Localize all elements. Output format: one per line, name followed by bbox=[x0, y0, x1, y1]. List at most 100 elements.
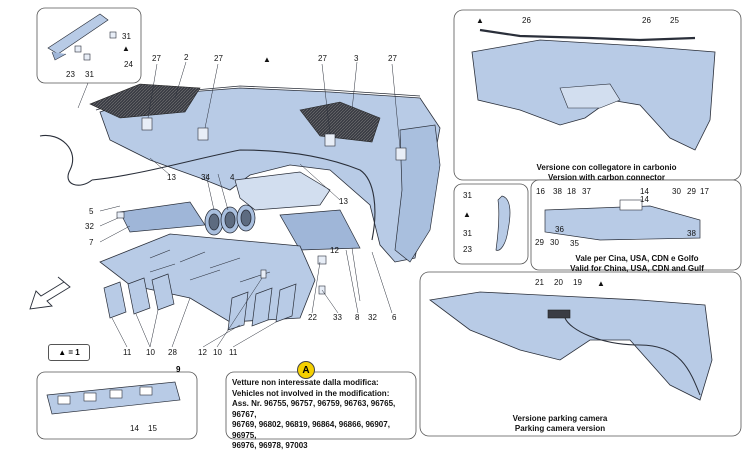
side-labels: 31 ▲ 31 23 bbox=[463, 191, 472, 254]
label: ▲ bbox=[476, 16, 484, 25]
undertray-ribs bbox=[149, 249, 271, 283]
label: 32 bbox=[85, 222, 94, 231]
label: 18 bbox=[567, 187, 576, 196]
label: 6 bbox=[392, 313, 397, 322]
camera-unit bbox=[547, 309, 571, 319]
left-grille bbox=[89, 83, 201, 119]
label: 25 bbox=[670, 16, 679, 25]
label: 20 bbox=[554, 278, 563, 287]
label: 23 bbox=[66, 70, 75, 79]
label: 27 bbox=[214, 54, 223, 63]
caption-camera-en: Parking camera version bbox=[514, 424, 606, 433]
left-diffuser-guard bbox=[119, 201, 206, 233]
label: 11 bbox=[229, 348, 238, 357]
caption-china-en: Valid for China, USA, CDN and Gulf bbox=[570, 264, 704, 273]
china-plate-bracket bbox=[544, 205, 701, 241]
main-labels: 27 2 27 ▲ 27 3 27 13 34 4 13 5 32 7 12 2… bbox=[85, 53, 397, 357]
plate-mount-windows bbox=[57, 386, 153, 405]
leader-lines bbox=[99, 61, 401, 348]
page-number: 9 bbox=[176, 365, 181, 374]
carbon-plate-recess bbox=[559, 83, 621, 109]
caption-carbon-en: Version with carbon connector bbox=[548, 173, 665, 182]
label: 26 bbox=[522, 16, 531, 25]
label: ▲ bbox=[122, 44, 130, 53]
label: 14 bbox=[640, 187, 649, 196]
label: 31 bbox=[122, 32, 131, 41]
bracket-lip bbox=[51, 51, 67, 61]
label: 15 bbox=[148, 424, 157, 433]
label: 19 bbox=[573, 278, 582, 287]
label: 29 bbox=[535, 238, 544, 247]
label: 23 bbox=[463, 245, 472, 254]
note-text: Vetture non interessate dalla modifica: … bbox=[232, 378, 414, 452]
label: 32 bbox=[368, 313, 377, 322]
label: 31 bbox=[463, 229, 472, 238]
note-marker: A bbox=[297, 361, 315, 379]
label: 3 bbox=[354, 54, 359, 63]
exhaust-tips bbox=[204, 204, 256, 236]
label: 34 bbox=[201, 173, 210, 182]
right-grille bbox=[299, 101, 381, 143]
label: 22 bbox=[308, 313, 317, 322]
label: 5 bbox=[89, 207, 94, 216]
plate-recess bbox=[234, 171, 331, 211]
inset-tl-labels: 31 ▲ 24 23 31 bbox=[66, 32, 133, 79]
label: 14 bbox=[130, 424, 139, 433]
label: 27 bbox=[152, 54, 161, 63]
inset-top-left bbox=[36, 7, 142, 84]
label: 13 bbox=[167, 173, 176, 182]
caption-camera-it: Versione parking camera bbox=[512, 414, 608, 423]
side-trim-part bbox=[495, 195, 511, 251]
label: 14 bbox=[640, 195, 649, 204]
inset-bracket-part bbox=[47, 13, 109, 55]
caption-china: Vale per Cina, USA, CDN e Golfo Valid fo… bbox=[534, 254, 740, 274]
label: 13 bbox=[339, 197, 348, 206]
label: 4 bbox=[230, 173, 235, 182]
label: 30 bbox=[672, 187, 681, 196]
diffuser-fins bbox=[103, 273, 297, 331]
caption-china-it: Vale per Cina, USA, CDN e Golfo bbox=[575, 254, 699, 263]
label: 21 bbox=[535, 278, 544, 287]
label: 38 bbox=[553, 187, 562, 196]
note-line-5: 96976, 96978, 97003 bbox=[232, 441, 308, 450]
note-line-2: Vehicles not involved in the modificatio… bbox=[232, 388, 390, 398]
label: 31 bbox=[85, 70, 94, 79]
label: 27 bbox=[388, 54, 397, 63]
china-plate-window bbox=[619, 199, 643, 211]
label: 36 bbox=[555, 225, 564, 234]
label: 29 bbox=[687, 187, 696, 196]
label: ▲ bbox=[263, 55, 271, 64]
label: 26 bbox=[642, 16, 651, 25]
carbon-labels: ▲ 26 26 25 bbox=[476, 16, 679, 25]
label: 17 bbox=[700, 187, 709, 196]
label: 35 bbox=[570, 239, 579, 248]
camera-harness bbox=[564, 317, 701, 396]
bottom-left-labels: 14 15 bbox=[130, 424, 157, 433]
legend-box: ▲ = 1 bbox=[48, 344, 90, 361]
wiring-harness bbox=[39, 134, 376, 241]
caption-carbon-it: Versione con collegatore in carbonio bbox=[536, 163, 677, 172]
legend-text: ▲ = 1 bbox=[58, 348, 80, 357]
camera-bumper-cover bbox=[429, 291, 713, 401]
note-line-1: Vetture non interessate dalla modifica: bbox=[232, 378, 379, 387]
right-side-wing bbox=[394, 124, 441, 263]
inset-pointer bbox=[77, 82, 89, 109]
label: 2 bbox=[184, 53, 189, 62]
label: 33 bbox=[333, 313, 342, 322]
label: 8 bbox=[355, 313, 360, 322]
label: 11 bbox=[123, 348, 132, 357]
label: 30 bbox=[550, 238, 559, 247]
label: 10 bbox=[213, 348, 222, 357]
label: 27 bbox=[318, 54, 327, 63]
inset-tl-clips bbox=[74, 31, 117, 61]
label: 12 bbox=[330, 246, 339, 255]
label: ▲ bbox=[597, 279, 605, 288]
label: 31 bbox=[463, 191, 472, 200]
front-direction-arrow bbox=[29, 276, 71, 310]
china-labels: 16 38 18 37 14 29 30 36 35 14 29 30 38 1… bbox=[535, 187, 709, 248]
label: 16 bbox=[536, 187, 545, 196]
note-line-4: 96769, 96802, 96819, 96864, 96866, 96907… bbox=[232, 420, 390, 440]
label: 37 bbox=[582, 187, 591, 196]
label: 10 bbox=[146, 348, 155, 357]
